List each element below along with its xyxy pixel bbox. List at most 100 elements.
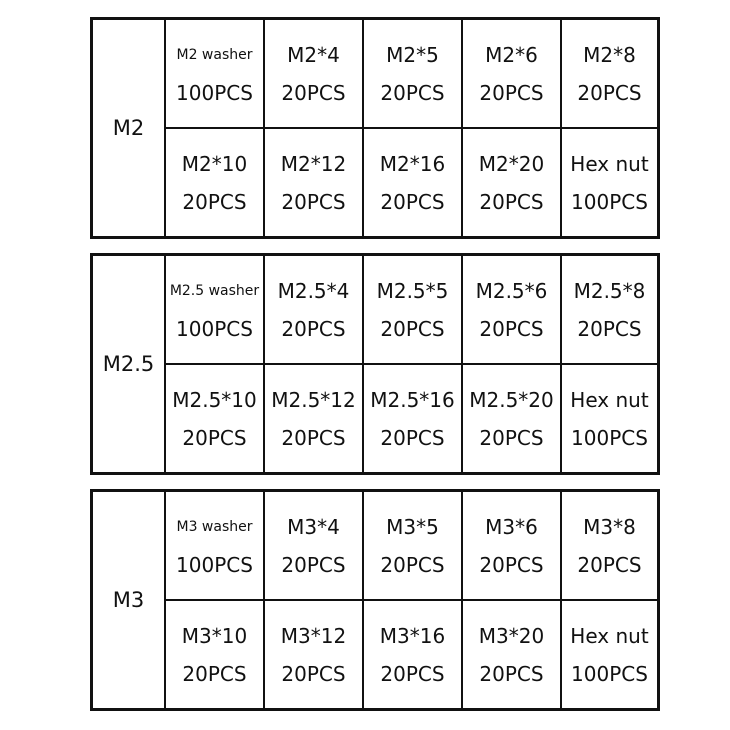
part-cell: M3*12 20PCS: [265, 601, 364, 708]
part-quantity: 20PCS: [380, 552, 445, 577]
part-name: M2*16: [379, 151, 446, 176]
part-cell: M2.5*12 20PCS: [265, 365, 364, 472]
part-cell: M2.5*5 20PCS: [364, 256, 463, 363]
part-name: M3*10: [181, 623, 248, 648]
part-cell: M2*10 20PCS: [166, 129, 265, 236]
part-name: Hex nut: [570, 151, 649, 176]
part-name: M3*12: [280, 623, 347, 648]
part-quantity: 100PCS: [176, 316, 253, 341]
size-label: M3: [93, 492, 166, 708]
part-name: M2*6: [485, 42, 538, 67]
part-quantity: 20PCS: [479, 80, 544, 105]
part-name: M2*12: [280, 151, 347, 176]
part-cell: M2.5*6 20PCS: [463, 256, 562, 363]
parts-row: M2*10 20PCS M2*12 20PCS M2*16 20PCS M2*20 20PCS…: [166, 127, 657, 236]
part-cell: M2.5*4 20PCS: [265, 256, 364, 363]
size-rows: M2 washer 100PCS M2*4 20PCS M2*5 20PCS M2*6 20P…: [166, 20, 657, 236]
part-quantity: 20PCS: [182, 425, 247, 450]
part-name: M2*4: [287, 42, 340, 67]
part-quantity: 20PCS: [479, 661, 544, 686]
size-rows: M3 washer 100PCS M3*4 20PCS M3*5 20PCS M3*6 20P…: [166, 492, 657, 708]
part-name: M2.5*4: [277, 278, 350, 303]
parts-row: M2 washer 100PCS M2*4 20PCS M2*5 20PCS M2*6 20P…: [166, 20, 657, 127]
part-cell: M2.5*8 20PCS: [562, 256, 657, 363]
part-name: M2.5 washer: [169, 282, 260, 299]
part-quantity: 20PCS: [380, 316, 445, 341]
part-name: M3*5: [386, 514, 439, 539]
part-cell: M3*5 20PCS: [364, 492, 463, 599]
part-name: M2.5*16: [370, 387, 455, 412]
part-quantity: 20PCS: [182, 661, 247, 686]
part-quantity: 20PCS: [281, 552, 346, 577]
part-cell: M2*12 20PCS: [265, 129, 364, 236]
part-cell: M2*8 20PCS: [562, 20, 657, 127]
part-name: M3*6: [485, 514, 538, 539]
part-name: M2.5*10: [172, 387, 257, 412]
part-cell: M2.5*16 20PCS: [364, 365, 463, 472]
part-name: M2.5*20: [469, 387, 554, 412]
part-cell: M2*6 20PCS: [463, 20, 562, 127]
part-name: Hex nut: [570, 387, 649, 412]
part-quantity: 20PCS: [479, 189, 544, 214]
part-quantity: 20PCS: [182, 189, 247, 214]
part-cell: M2.5*10 20PCS: [166, 365, 265, 472]
part-name: M2.5*6: [475, 278, 548, 303]
part-name: M2*8: [583, 42, 636, 67]
part-name: M2 washer: [176, 46, 253, 63]
part-quantity: 100PCS: [571, 425, 648, 450]
part-name: M3*4: [287, 514, 340, 539]
part-quantity: 100PCS: [176, 80, 253, 105]
part-cell: M2*20 20PCS: [463, 129, 562, 236]
part-name: M2*10: [181, 151, 248, 176]
part-name: M2*20: [478, 151, 545, 176]
part-name: M3*8: [583, 514, 636, 539]
part-cell: M2.5 washer 100PCS: [166, 256, 265, 363]
part-quantity: 20PCS: [281, 661, 346, 686]
part-quantity: 20PCS: [281, 316, 346, 341]
part-name: Hex nut: [570, 623, 649, 648]
part-quantity: 20PCS: [380, 425, 445, 450]
part-quantity: 20PCS: [380, 189, 445, 214]
part-name: M3 washer: [176, 518, 253, 535]
part-cell: Hex nut 100PCS: [562, 365, 657, 472]
part-name: M2.5*8: [573, 278, 646, 303]
part-cell: M3 washer 100PCS: [166, 492, 265, 599]
part-name: M2.5*12: [271, 387, 356, 412]
parts-row: M3 washer 100PCS M3*4 20PCS M3*5 20PCS M3*6 20P…: [166, 492, 657, 599]
part-quantity: 100PCS: [571, 661, 648, 686]
part-cell: M3*6 20PCS: [463, 492, 562, 599]
size-group: M3 M3 washer 100PCS M3*4 20PCS M3*5 20PCS M3*6 2…: [90, 489, 660, 711]
part-quantity: 20PCS: [281, 425, 346, 450]
part-quantity: 100PCS: [176, 552, 253, 577]
part-cell: M2*16 20PCS: [364, 129, 463, 236]
part-quantity: 20PCS: [281, 189, 346, 214]
part-name: M3*16: [379, 623, 446, 648]
part-cell: M2*5 20PCS: [364, 20, 463, 127]
size-label: M2.5: [93, 256, 166, 472]
part-cell: Hex nut 100PCS: [562, 601, 657, 708]
part-cell: M3*4 20PCS: [265, 492, 364, 599]
part-quantity: 100PCS: [571, 189, 648, 214]
part-quantity: 20PCS: [577, 552, 642, 577]
part-quantity: 20PCS: [577, 316, 642, 341]
part-quantity: 20PCS: [380, 80, 445, 105]
part-cell: M2 washer 100PCS: [166, 20, 265, 127]
part-name: M2*5: [386, 42, 439, 67]
part-quantity: 20PCS: [479, 425, 544, 450]
part-quantity: 20PCS: [479, 316, 544, 341]
part-cell: M3*10 20PCS: [166, 601, 265, 708]
size-label: M2: [93, 20, 166, 236]
part-cell: Hex nut 100PCS: [562, 129, 657, 236]
part-quantity: 20PCS: [577, 80, 642, 105]
part-quantity: 20PCS: [479, 552, 544, 577]
part-name: M2.5*5: [376, 278, 449, 303]
size-group: M2 M2 washer 100PCS M2*4 20PCS M2*5 20PCS M2*6 2…: [90, 17, 660, 239]
part-cell: M3*8 20PCS: [562, 492, 657, 599]
